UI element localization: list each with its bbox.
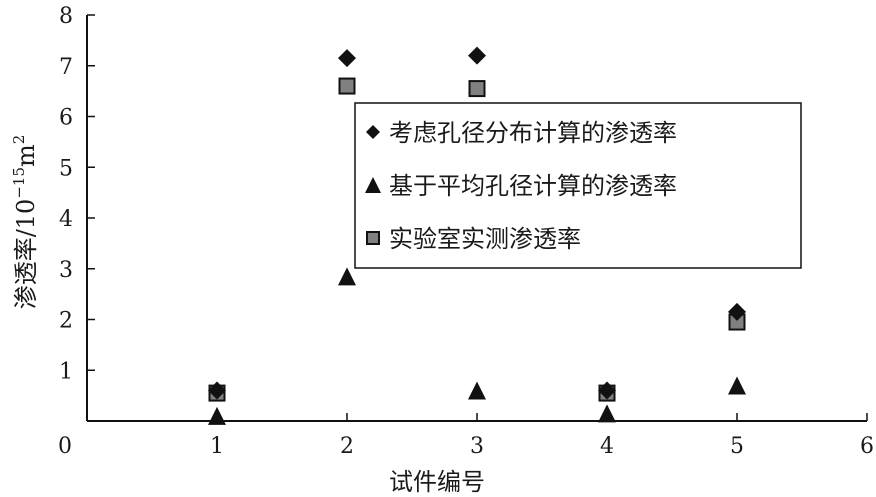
y-tick-label: 8 bbox=[59, 4, 73, 29]
triangle-point bbox=[468, 381, 486, 400]
y-axis-title-main: 渗透率/10 bbox=[12, 199, 40, 310]
data-points bbox=[208, 46, 746, 425]
legend-diamond-icon bbox=[366, 125, 380, 139]
legend-label: 基于平均孔径计算的渗透率 bbox=[389, 172, 677, 200]
x-axis-title: 试件编号 bbox=[389, 468, 485, 496]
y-tick-label: 6 bbox=[59, 106, 73, 131]
x-tick-label: 0 bbox=[58, 434, 72, 459]
square-point bbox=[468, 80, 486, 98]
legend-label: 考虑孔径分布计算的渗透率 bbox=[389, 119, 677, 147]
y-tick-label: 1 bbox=[59, 359, 73, 384]
y-axis-title-exponent: −15 bbox=[10, 167, 28, 199]
legend-box bbox=[354, 102, 802, 269]
y-axis-title: 渗透率/10−15m2 bbox=[10, 135, 40, 310]
x-tick-label: 4 bbox=[600, 434, 614, 459]
diamond-point bbox=[338, 49, 356, 68]
y-tick-label: 2 bbox=[59, 309, 73, 334]
x-tick-label: 6 bbox=[860, 434, 874, 459]
triangle-point bbox=[728, 376, 746, 395]
y-axis-title-unit-exponent: 2 bbox=[10, 135, 28, 145]
diamond-point bbox=[728, 302, 746, 321]
square-point bbox=[338, 77, 356, 95]
y-tick-label: 7 bbox=[59, 55, 73, 80]
diamond-point bbox=[598, 381, 616, 400]
x-tick-label: 2 bbox=[340, 434, 354, 459]
x-tick-label: 3 bbox=[470, 434, 484, 459]
diamond-point bbox=[208, 381, 226, 400]
triangle-point bbox=[338, 267, 356, 286]
y-axis-title-unit: m bbox=[12, 144, 40, 167]
triangle-point bbox=[598, 404, 616, 423]
x-tick-label: 5 bbox=[730, 434, 744, 459]
legend-square-icon bbox=[366, 231, 380, 245]
y-tick-label: 5 bbox=[59, 156, 73, 181]
legend-label: 实验室实测渗透率 bbox=[389, 225, 581, 253]
axis-ticks: 0 1 2 3 4 5 6 1 2 3 4 5 6 7 8 bbox=[58, 4, 874, 459]
triangle-point bbox=[208, 406, 226, 425]
y-tick-label: 4 bbox=[59, 207, 73, 232]
y-tick-label: 3 bbox=[59, 258, 73, 283]
x-tick-label: 1 bbox=[210, 434, 224, 459]
legend-triangle-icon bbox=[365, 177, 381, 193]
diamond-point bbox=[468, 46, 486, 65]
